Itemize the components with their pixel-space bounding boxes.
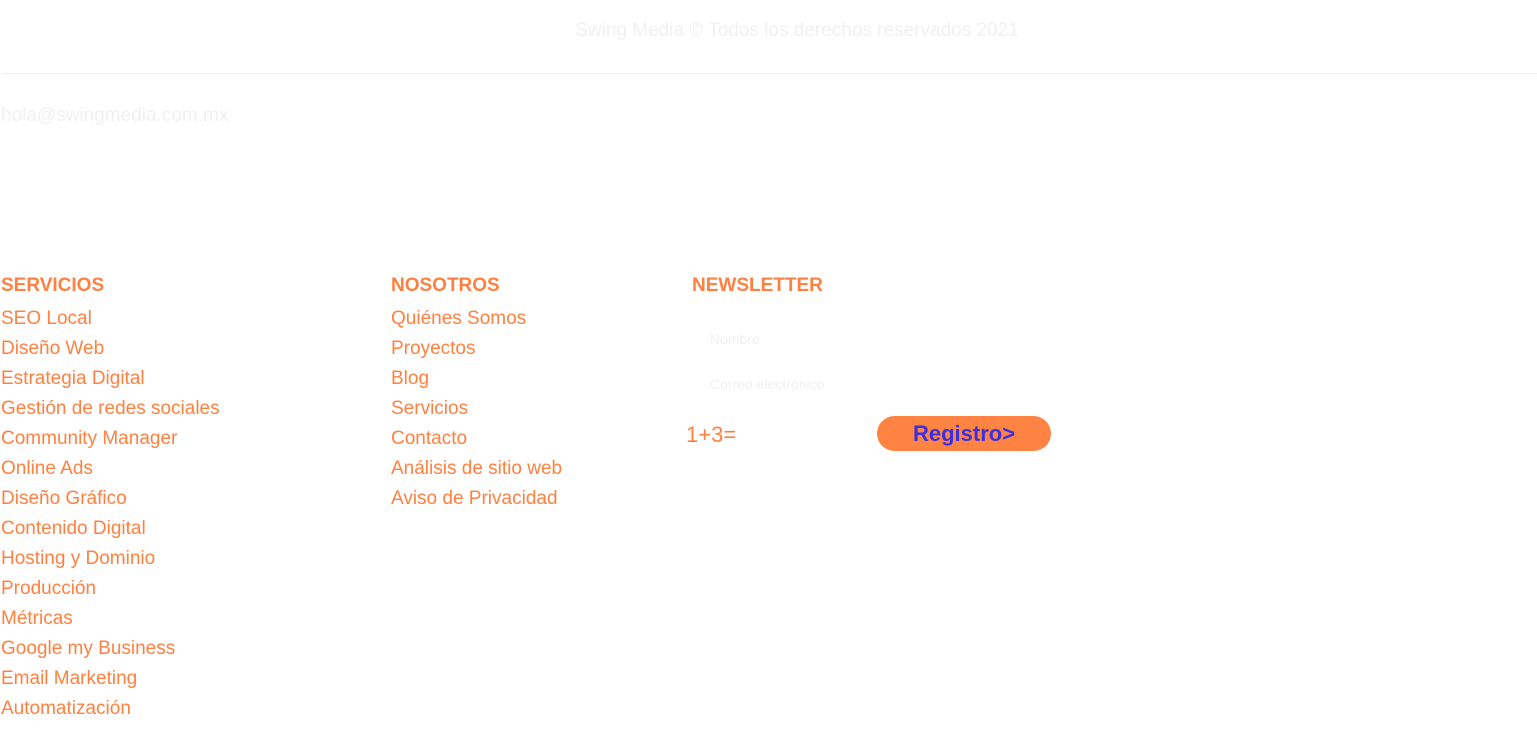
nosotros-link[interactable]: Quiénes Somos [391, 308, 527, 329]
servicios-link[interactable]: Online Ads [1, 458, 93, 479]
divider [3, 73, 1537, 74]
copyright-text: Swing Media © Todos los derechos reserva… [575, 20, 1019, 41]
register-button[interactable]: Registro> [877, 416, 1051, 451]
servicios-link[interactable]: Diseño Web [1, 338, 105, 359]
servicios-link[interactable]: Producción [1, 578, 97, 599]
newsletter-column: NEWSLETTER [692, 274, 823, 304]
servicios-link[interactable]: Hosting y Dominio [1, 548, 156, 569]
nosotros-link[interactable]: Aviso de Privacidad [391, 488, 558, 509]
captcha-label: 1+3= [686, 422, 737, 447]
servicios-link[interactable]: Métricas [1, 608, 73, 629]
nosotros-heading: NOSOTROS [391, 275, 500, 296]
servicios-link[interactable]: Gestión de redes sociales [1, 398, 220, 419]
name-input[interactable] [692, 321, 1022, 357]
servicios-link[interactable]: Google my Business [1, 638, 176, 659]
nosotros-link[interactable]: Blog [391, 368, 430, 389]
servicios-link[interactable]: SEO Local [1, 308, 92, 329]
email-input[interactable] [692, 366, 1022, 402]
newsletter-heading: NEWSLETTER [692, 275, 823, 296]
servicios-link[interactable]: Automatización [1, 698, 131, 719]
servicios-link[interactable]: Estrategia Digital [1, 368, 145, 389]
servicios-link[interactable]: Email Marketing [1, 668, 138, 689]
contact-email[interactable]: hola@swingmedia.com.mx [1, 105, 229, 126]
nosotros-link[interactable]: Proyectos [391, 338, 476, 359]
servicios-link[interactable]: Community Manager [1, 428, 178, 449]
nosotros-link[interactable]: Análisis de sitio web [391, 458, 563, 479]
nosotros-link[interactable]: Contacto [391, 428, 468, 449]
nosotros-link[interactable]: Servicios [391, 398, 469, 419]
servicios-link[interactable]: Diseño Gráfico [1, 488, 127, 509]
servicios-heading: SERVICIOS [1, 275, 105, 296]
servicios-link[interactable]: Contenido Digital [1, 518, 146, 539]
